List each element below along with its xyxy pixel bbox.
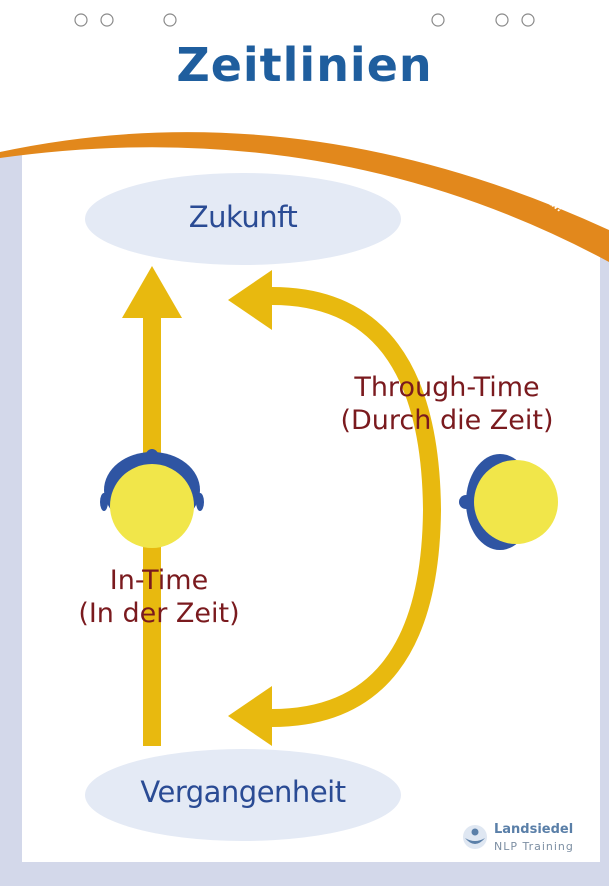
in-time-line1: In-Time [109, 565, 209, 596]
brand-name: Landsiedel [494, 822, 574, 837]
head-icon-through-time [459, 454, 558, 550]
brand-subtitle: NLP Training [494, 840, 574, 853]
in-time-caption: In-Time (In der Zeit) [54, 564, 264, 630]
through-time-arrow [228, 270, 442, 746]
orange-swoosh [0, 132, 609, 262]
punch-holes [74, 13, 535, 27]
content-panel [22, 138, 600, 863]
through-time-line1: Through-Time [354, 372, 540, 403]
page-title: Zeitlinien [176, 38, 433, 92]
brand-logo-icon [463, 825, 487, 849]
future-oval [85, 173, 401, 265]
head-icon-in-time [100, 449, 204, 548]
brand-logo: Landsiedel NLP Training [462, 822, 602, 858]
through-time-caption: Through-Time (Durch die Zeit) [322, 371, 572, 437]
future-label: Zukunft [188, 200, 298, 234]
past-label: Vergangenheit [140, 775, 346, 809]
in-time-line2: (In der Zeit) [78, 598, 240, 629]
past-oval [85, 749, 401, 841]
through-time-line2: (Durch die Zeit) [340, 405, 554, 436]
